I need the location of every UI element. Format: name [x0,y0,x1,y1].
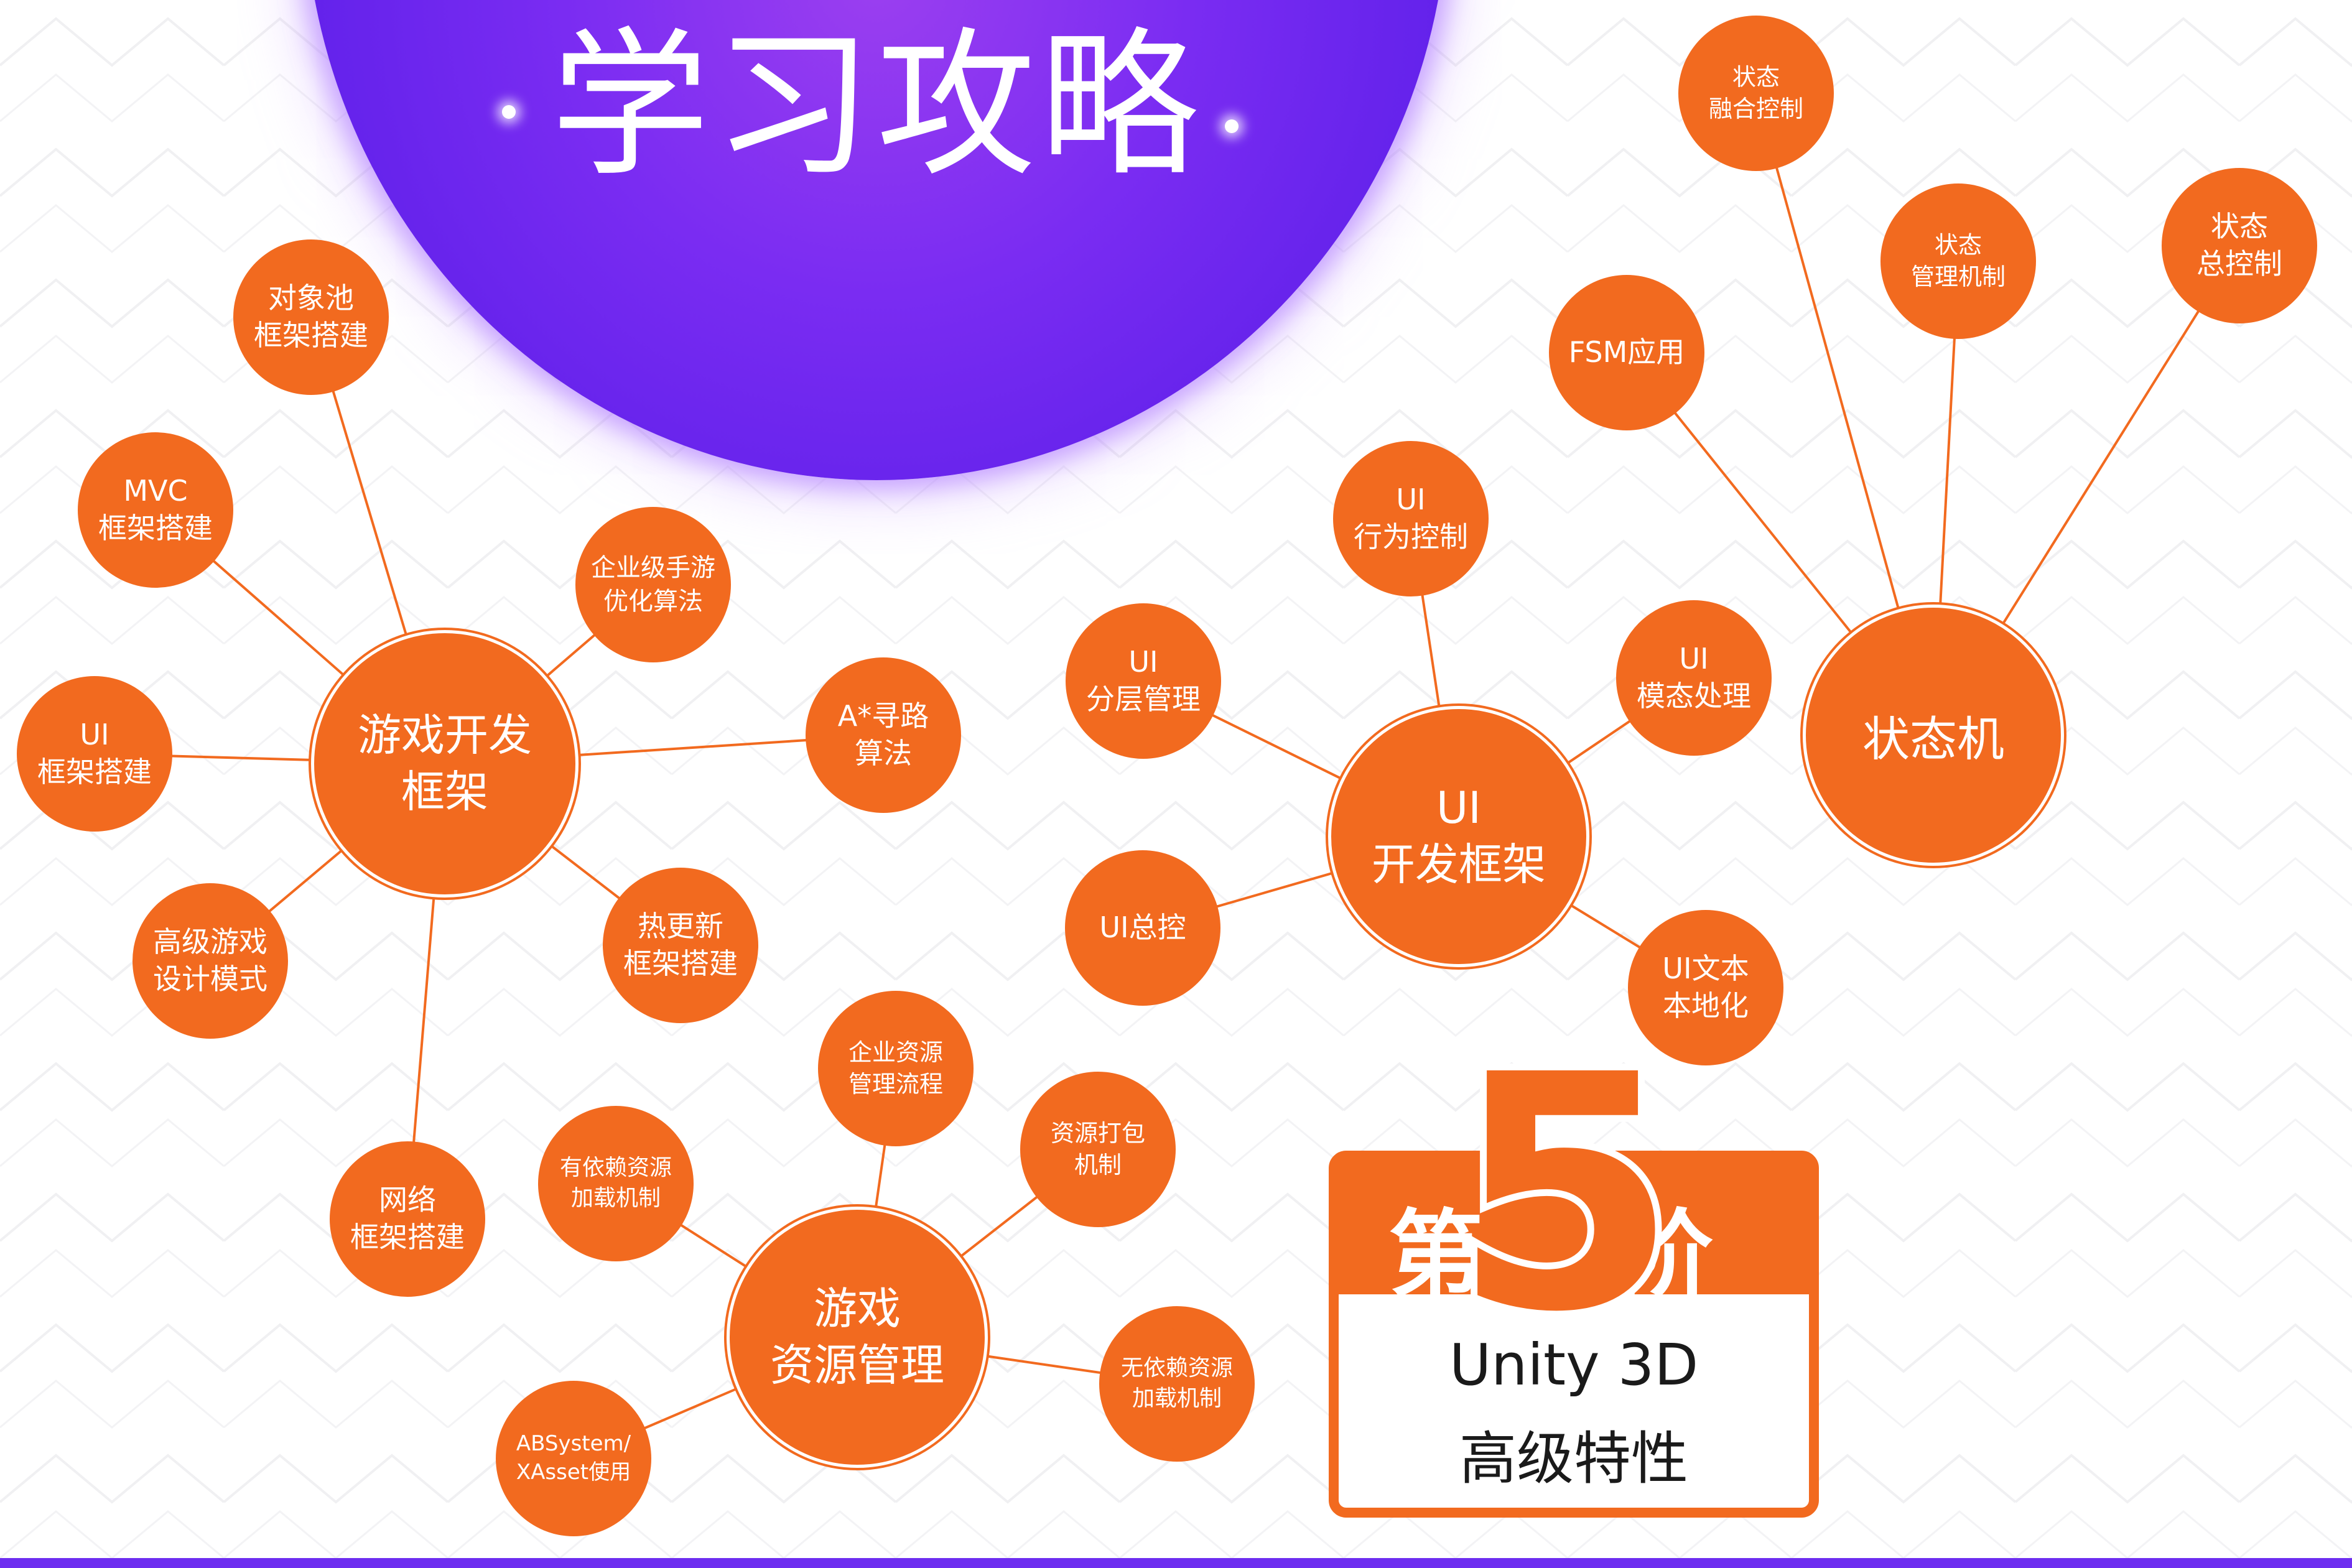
sparkle-left-icon [502,105,516,119]
hub-game-framework[interactable]: 游戏开发 框架 [311,630,579,898]
hero-title: 学习攻略 [550,13,1202,198]
hub-label-line: 状态机 [1862,712,2004,767]
node-label-line: FSM应用 [1568,335,1685,369]
node-label-line: 企业资源 [848,1038,943,1066]
node-hotfix[interactable]: 热更新 框架搭建 [603,868,758,1023]
node-label-line: 算法 [855,736,912,770]
node-label-line: 总控制 [2196,247,2282,281]
node-label-line: 优化算法 [603,587,703,616]
node-enterprise-opt[interactable]: 企业级手游 优化算法 [575,507,731,662]
node-res-nodep[interactable]: 无依赖资源 加载机制 [1099,1306,1255,1462]
node-ui-modal[interactable]: UI 模态处理 [1616,600,1772,756]
hub-ui-framework[interactable]: UI 开发框架 [1328,706,1589,967]
node-design-patterns[interactable]: 高级游戏 设计模式 [132,883,288,1039]
node-label-line: 高级游戏 [153,925,267,959]
node-absystem[interactable]: ABSystem/ XAsset使用 [496,1381,651,1536]
stage-header: 第 阶段 [1339,1161,1809,1447]
node-label-line: UI [1396,483,1426,517]
node-label-line: 管理机制 [1910,263,2006,290]
node-res-pack[interactable]: 资源打包 机制 [1020,1072,1176,1227]
node-label-line: 加载机制 [1132,1386,1222,1411]
hub-label-line: 开发框架 [1372,839,1546,890]
bottom-bar [0,1558,2352,1568]
node-label-line: 框架搭建 [350,1220,465,1254]
node-ui-localize[interactable]: UI文本 本地化 [1628,910,1783,1065]
stage-suffix: 阶段 [1619,1200,1716,1447]
stage-prefix: 第 [1388,1200,1483,1310]
hub-label-line: 游戏开发 [358,710,532,761]
hub-label-line: 资源管理 [770,1340,944,1391]
node-state-total[interactable]: 状态 总控制 [2162,168,2317,323]
node-label-line: 网络 [379,1183,436,1217]
node-ui-behavior[interactable]: UI 行为控制 [1333,441,1489,596]
node-label-line: 融合控制 [1708,95,1803,123]
node-ui-framework-build[interactable]: UI 框架搭建 [17,676,172,832]
node-label-line: UI [80,718,109,752]
node-label-line: 分层管理 [1086,682,1201,716]
hub-label-line: 框架 [401,766,488,817]
node-network[interactable]: 网络 框架搭建 [330,1141,485,1297]
node-res-dep[interactable]: 有依赖资源 加载机制 [538,1106,694,1261]
node-label-line: XAsset使用 [516,1460,631,1485]
node-state-manage[interactable]: 状态 管理机制 [1880,183,2036,339]
node-label-line: 框架搭建 [623,947,738,980]
node-label-line: 无依赖资源 [1120,1355,1233,1381]
node-ui-layer[interactable]: UI 分层管理 [1066,603,1221,759]
hub-state-machine[interactable]: 状态机 [1803,605,2064,866]
stage-subtitle-line2: 高级特性 [1459,1426,1688,1492]
node-label-line: 行为控制 [1354,520,1468,554]
node-label-line: A*寻路 [837,699,929,733]
node-label-line: 模态处理 [1637,679,1751,713]
node-label-line: UI [1128,645,1158,679]
node-label-line: 状态 [1934,231,1982,259]
node-label-line: 框架搭建 [254,318,368,352]
node-state-blend[interactable]: 状态 融合控制 [1678,16,1834,171]
node-label-line: 管理流程 [848,1070,943,1098]
node-ui-master[interactable]: UI总控 [1065,850,1220,1006]
node-label-line: 设计模式 [153,962,267,996]
node-label-line: 对象池 [268,281,354,315]
node-label-line: 加载机制 [570,1185,661,1211]
node-label-line: 框架搭建 [98,511,213,545]
node-res-flow[interactable]: 企业资源 管理流程 [818,991,974,1146]
node-astar[interactable]: A*寻路 算法 [806,657,961,813]
node-label-line: ABSystem/ [516,1431,631,1457]
stage-card: 第 阶段 Unity 3D 高级特性 [1329,1151,1819,1518]
node-label-line: UI [1679,642,1709,676]
node-label-line: UI文本 [1662,952,1749,986]
hub-label-line: UI [1436,782,1481,833]
node-label-line: 本地化 [1663,989,1749,1023]
node-label-line: 机制 [1074,1151,1122,1179]
stage-number: 5 [1446,1006,1685,1383]
node-label-line: 状态 [2211,210,2268,244]
node-label-line: 状态 [1732,63,1780,91]
hub-resource[interactable]: 游戏 资源管理 [727,1207,988,1468]
node-label-line: UI总控 [1099,911,1186,945]
node-label-line: 资源打包 [1050,1119,1145,1147]
node-mvc[interactable]: MVC 框架搭建 [78,432,233,588]
node-label-line: 有依赖资源 [559,1155,672,1181]
hero-circle: 学习攻略 [304,0,1449,480]
node-label-line: MVC [123,474,188,508]
hub-label-line: 游戏 [814,1283,901,1334]
node-label-line: 热更新 [638,909,723,944]
node-fsm[interactable]: FSM应用 [1549,275,1704,430]
node-object-pool[interactable]: 对象池 框架搭建 [233,239,389,395]
stage-subtitle-line1: Unity 3D [1449,1332,1699,1398]
node-label-line: 框架搭建 [37,755,152,789]
node-label-line: 企业级手游 [591,554,715,582]
sparkle-right-icon [1225,119,1239,133]
